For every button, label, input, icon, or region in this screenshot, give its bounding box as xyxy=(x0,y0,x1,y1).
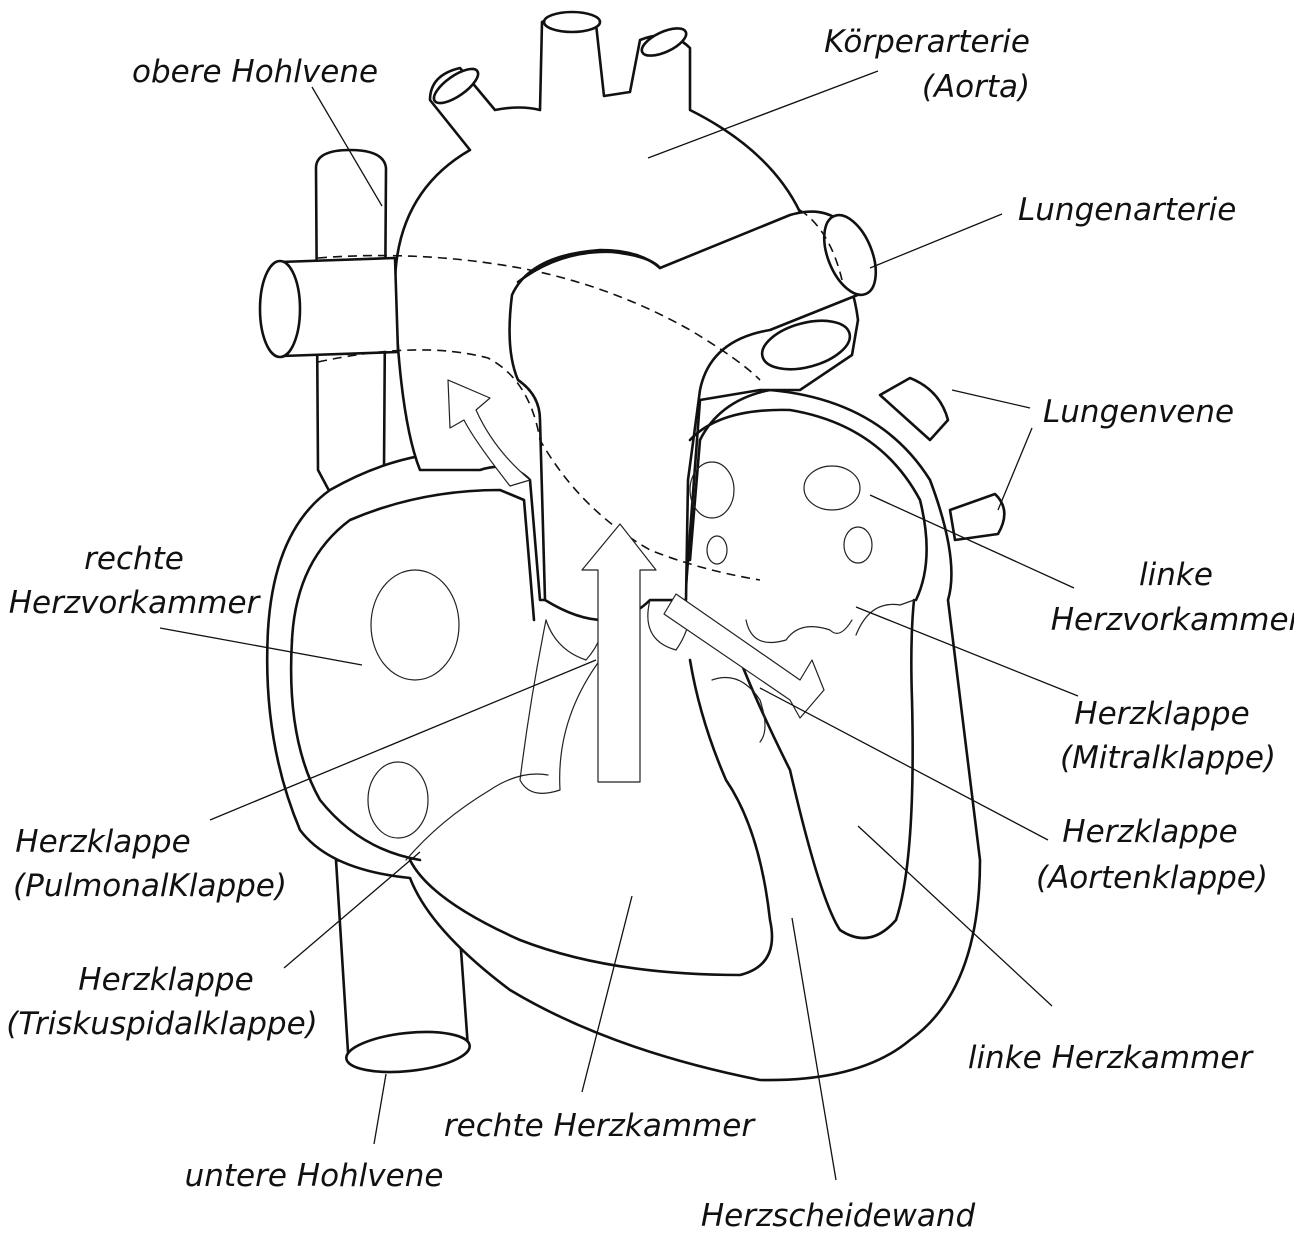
label-trikuspidal-herzklappe: Herzklappe xyxy=(78,962,253,998)
label-mitralklappe: (Mitralklappe) xyxy=(1060,740,1276,776)
label-trikuspidalklappe: (Triskuspidalklappe) xyxy=(6,1006,318,1042)
label-linke-herzkammer: linke Herzkammer xyxy=(968,1040,1255,1076)
label-rechte: rechte xyxy=(84,541,184,577)
label-aorta: (Aorta) xyxy=(922,69,1030,105)
label-rechte-herzvorkammer: Herzvorkammer xyxy=(9,585,262,621)
label-lungenvene: Lungenvene xyxy=(1043,394,1234,430)
label-lungenarterie: Lungenarterie xyxy=(1018,192,1236,228)
label-linke-herzvorkammer: Herzvorkammer xyxy=(1051,602,1294,638)
label-koerperarterie: Körperarterie xyxy=(824,24,1030,60)
label-pulmonalklappe: (PulmonalKlappe) xyxy=(13,868,287,904)
label-herzscheidewand: Herzscheidewand xyxy=(701,1198,976,1234)
label-pulmonal-herzklappe: Herzklappe xyxy=(15,824,190,860)
label-rechte-herzkammer: rechte Herzkammer xyxy=(444,1108,756,1144)
label-aortenklappe: (Aortenklappe) xyxy=(1036,860,1268,896)
label-untere-hohlvene: untere Hohlvene xyxy=(185,1158,444,1194)
label-obere-hohlvene: obere Hohlvene xyxy=(132,54,378,90)
label-linke: linke xyxy=(1139,557,1213,593)
right-pulmonary-branch xyxy=(260,258,398,357)
label-mitral-herzklappe: Herzklappe xyxy=(1074,696,1249,732)
label-aorten-herzklappe: Herzklappe xyxy=(1062,814,1237,850)
